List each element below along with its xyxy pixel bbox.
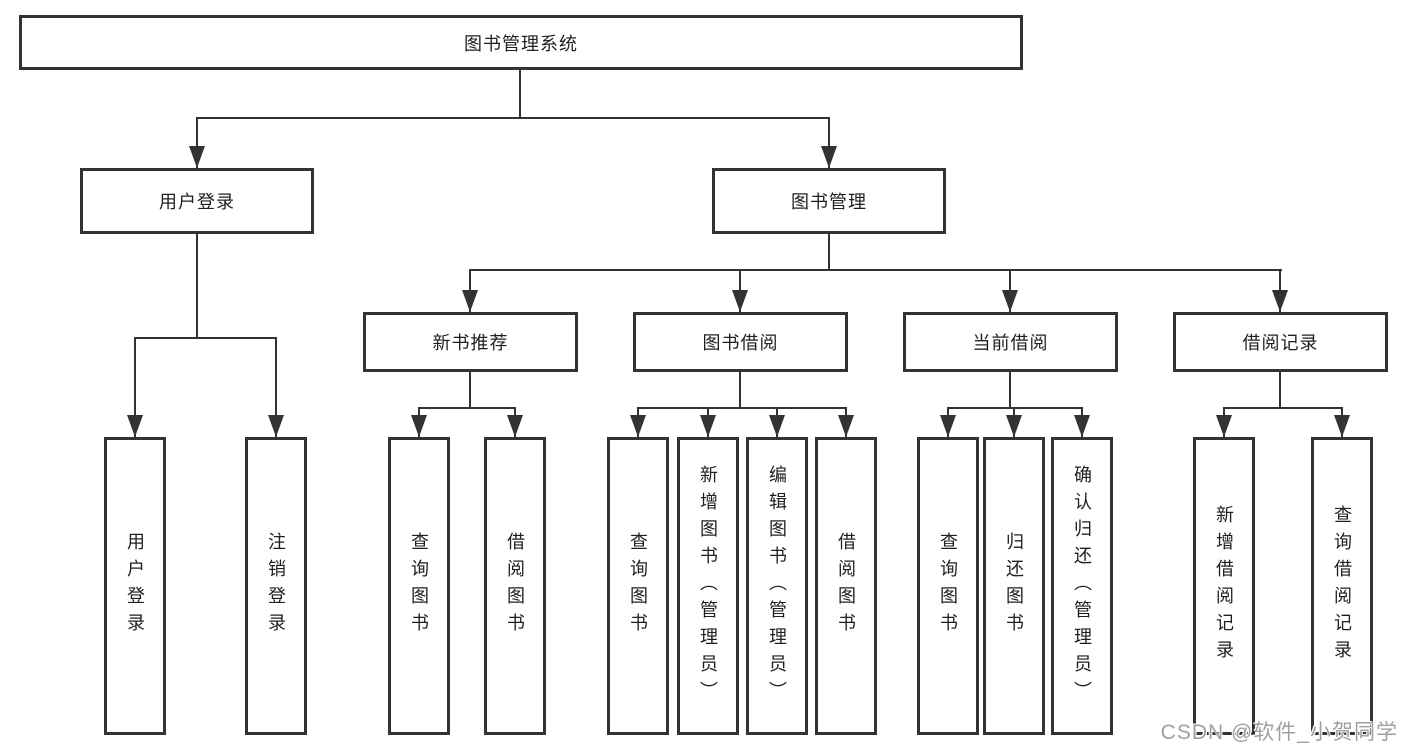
arrowhead-new-book-recommend-icon (462, 290, 478, 312)
connector-new-book-recommend-stem (469, 370, 471, 408)
leaf-return-books: 归还图书 (983, 437, 1045, 735)
leaf-borrow-books-recommend-label: 借阅图书 (505, 532, 525, 640)
connector-current-group-horizontal (947, 407, 1083, 409)
arrowhead-leaf-return-books-icon (1006, 415, 1022, 437)
leaf-edit-book-admin-label: 编辑图书（管理员） (767, 464, 787, 708)
connector-book-borrow-stem (739, 370, 741, 408)
node-user-login: 用户登录 (80, 168, 314, 234)
node-root: 图书管理系统 (19, 15, 1023, 70)
arrowhead-leaf-borrow-books-icon (838, 415, 854, 437)
connector-records-group-horizontal (1223, 407, 1343, 409)
leaf-borrow-books-label: 借阅图书 (836, 532, 856, 640)
leaf-query-books-borrow: 查询图书 (607, 437, 669, 735)
connector-root-stem (519, 70, 521, 118)
arrowhead-leaf-edit-book-icon (769, 415, 785, 437)
connector-root-horizontal (196, 117, 830, 119)
leaf-edit-book-admin: 编辑图书（管理员） (746, 437, 808, 735)
leaf-add-book-admin-label: 新增图书（管理员） (698, 464, 718, 708)
node-book-management: 图书管理 (712, 168, 946, 234)
leaf-add-borrow-record-label: 新增借阅记录 (1214, 505, 1234, 667)
leaf-logout: 注销登录 (245, 437, 307, 735)
leaf-confirm-return-admin: 确认归还（管理员） (1051, 437, 1113, 735)
arrowhead-user-login-icon (189, 146, 205, 168)
node-new-book-recommend: 新书推荐 (363, 312, 578, 372)
connector-user-login-group-horizontal (134, 337, 277, 339)
arrowhead-book-borrow-icon (732, 290, 748, 312)
connector-leaf-logout-drop (275, 337, 277, 437)
connector-book-management-drop (828, 117, 830, 168)
arrowhead-leaf-add-record-icon (1216, 415, 1232, 437)
arrowhead-leaf-query-recommend-icon (411, 415, 427, 437)
connector-user-login-drop (196, 117, 198, 168)
leaf-query-books-recommend-label: 查询图书 (409, 532, 429, 640)
connector-level3-horizontal (469, 269, 1282, 271)
connector-current-borrow-stem (1009, 370, 1011, 408)
leaf-query-books-recommend: 查询图书 (388, 437, 450, 735)
arrowhead-leaf-logout-icon (268, 415, 284, 437)
leaf-logout-label: 注销登录 (266, 532, 286, 640)
arrowhead-current-borrow-icon (1002, 290, 1018, 312)
node-book-borrow-label: 图书借阅 (702, 333, 779, 353)
arrowhead-leaf-query-current-icon (940, 415, 956, 437)
leaf-query-books-current: 查询图书 (917, 437, 979, 735)
arrowhead-borrow-records-icon (1272, 290, 1288, 312)
connector-user-login-stem (196, 232, 198, 338)
leaf-query-borrow-record-label: 查询借阅记录 (1332, 505, 1352, 667)
leaf-return-books-label: 归还图书 (1004, 532, 1024, 640)
leaf-query-books-borrow-label: 查询图书 (628, 532, 648, 640)
connector-borrow-group-horizontal (637, 407, 847, 409)
node-current-borrow: 当前借阅 (903, 312, 1118, 372)
watermark: CSDN @软件_小贺同学 (1160, 721, 1398, 744)
arrowhead-leaf-query-record-icon (1334, 415, 1350, 437)
arrowhead-leaf-query-borrow-icon (630, 415, 646, 437)
connector-borrow-records-stem (1279, 370, 1281, 408)
connector-leaf-user-login-drop (134, 337, 136, 437)
arrowhead-leaf-add-book-icon (700, 415, 716, 437)
arrowhead-leaf-borrow-recommend-icon (507, 415, 523, 437)
leaf-confirm-return-admin-label: 确认归还（管理员） (1072, 464, 1092, 708)
connector-book-management-stem (828, 232, 830, 271)
leaf-query-borrow-record: 查询借阅记录 (1311, 437, 1373, 735)
node-borrow-records-label: 借阅记录 (1242, 333, 1319, 353)
node-borrow-records: 借阅记录 (1173, 312, 1388, 372)
node-book-borrow: 图书借阅 (633, 312, 848, 372)
leaf-borrow-books: 借阅图书 (815, 437, 877, 735)
arrowhead-leaf-confirm-return-icon (1074, 415, 1090, 437)
leaf-borrow-books-recommend: 借阅图书 (484, 437, 546, 735)
leaf-add-book-admin: 新增图书（管理员） (677, 437, 739, 735)
connector-recommend-group-horizontal (418, 407, 516, 409)
leaf-add-borrow-record: 新增借阅记录 (1193, 437, 1255, 735)
arrowhead-book-management-icon (821, 146, 837, 168)
arrowhead-leaf-user-login-icon (127, 415, 143, 437)
node-current-borrow-label: 当前借阅 (972, 333, 1049, 353)
node-user-login-label: 用户登录 (159, 192, 235, 212)
leaf-user-login: 用户登录 (104, 437, 166, 735)
leaf-user-login-label: 用户登录 (125, 532, 145, 640)
leaf-query-books-current-label: 查询图书 (938, 532, 958, 640)
node-root-label: 图书管理系统 (464, 33, 578, 54)
node-new-book-recommend-label: 新书推荐 (432, 333, 509, 353)
node-book-management-label: 图书管理 (791, 192, 867, 212)
